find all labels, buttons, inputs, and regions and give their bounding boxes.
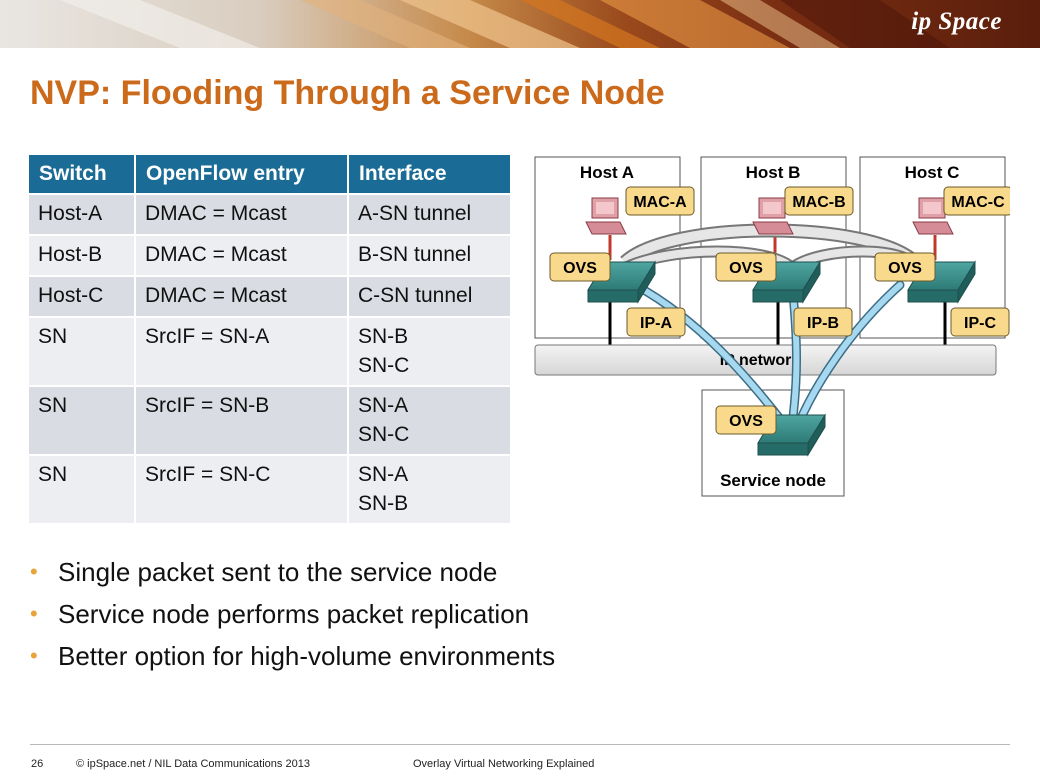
entry-cell: DMAC = Mcast (135, 276, 349, 318)
svg-text:MAC-C: MAC-C (951, 194, 1005, 211)
ip-network: IP network (534, 344, 997, 376)
ovs-label-a: OVS (549, 252, 611, 282)
openflow-table: Switch OpenFlow entry Interface Host-A D… (29, 155, 512, 525)
bullet-list: •Single packet sent to the service node … (30, 552, 555, 678)
svg-text:OVS: OVS (729, 413, 763, 430)
bullet-icon: • (30, 559, 38, 584)
mac-label-a: MAC-A (625, 186, 695, 216)
table-header-row: Switch OpenFlow entry Interface (29, 155, 512, 195)
ipspace-logo: ip Space (911, 8, 1002, 35)
interface-value: C-SN tunnel (358, 284, 473, 307)
bullet-item: •Single packet sent to the service node (30, 552, 555, 594)
svg-text:MAC-A: MAC-A (633, 194, 687, 211)
switch-cell: SN (29, 455, 136, 525)
entry-cell: DMAC = Mcast (135, 235, 349, 277)
interface-value: SN-A (358, 394, 409, 417)
svg-text:IP-C: IP-C (964, 315, 996, 332)
ip-label-b: IP-B (793, 307, 853, 337)
svg-text:OVS: OVS (888, 260, 922, 277)
mac-label-c: MAC-C (943, 186, 1010, 216)
ovs-label-b: OVS (715, 252, 777, 282)
header-banner: ip Space (0, 0, 1040, 48)
interface-cell: B-SN tunnel (348, 235, 512, 277)
footer-course-title: Overlay Virtual Networking Explained (413, 758, 595, 770)
ip-label-c: IP-C (950, 307, 1010, 337)
svg-text:IP-A: IP-A (640, 315, 672, 332)
interface-cell: C-SN tunnel (348, 276, 512, 318)
host-title: Host C (905, 163, 960, 182)
ovs-label-service-node: OVS (715, 405, 777, 435)
slide-title: NVP: Flooding Through a Service Node (30, 74, 665, 112)
interface-value: A-SN tunnel (358, 202, 472, 225)
entry-cell: SrcIF = SN-C (135, 455, 349, 525)
interface-value: B-SN tunnel (358, 243, 472, 266)
network-diagram: Host A Host B Host C IP network Service … (534, 156, 1010, 497)
host-title: Host A (580, 163, 634, 182)
column-header-interface: Interface (348, 155, 512, 195)
footer-copyright: © ipSpace.net / NIL Data Communications … (76, 758, 310, 770)
service-node-label: Service node (720, 471, 826, 490)
column-header-switch: Switch (29, 155, 136, 195)
footer-divider (30, 744, 1010, 745)
mac-label-b: MAC-B (784, 186, 854, 216)
table-row: SN SrcIF = SN-A SN-B SN-C (29, 317, 512, 387)
interface-cell: SN-A SN-C (348, 386, 512, 456)
table-row: SN SrcIF = SN-B SN-A SN-C (29, 386, 512, 456)
workstation-icon (912, 197, 954, 235)
interface-cell: SN-B SN-C (348, 317, 512, 387)
interface-cell: A-SN tunnel (348, 194, 512, 236)
switch-cell: Host-B (29, 235, 136, 277)
table-row: Host-C DMAC = Mcast C-SN tunnel (29, 276, 512, 318)
interface-cell: SN-A SN-B (348, 455, 512, 525)
bullet-item: •Better option for high-volume environme… (30, 636, 555, 678)
bullet-icon: • (30, 601, 38, 626)
entry-cell: SrcIF = SN-A (135, 317, 349, 387)
table-row: Host-B DMAC = Mcast B-SN tunnel (29, 235, 512, 277)
entry-cell: DMAC = Mcast (135, 194, 349, 236)
host-title: Host B (746, 163, 801, 182)
workstation-icon (752, 197, 794, 235)
bullet-icon: • (30, 643, 38, 668)
svg-text:MAC-B: MAC-B (792, 194, 845, 211)
svg-text:OVS: OVS (563, 260, 597, 277)
workstation-icon (585, 197, 627, 235)
interface-value: SN-C (358, 423, 410, 446)
interface-value: SN-C (358, 354, 410, 377)
svg-text:IP-B: IP-B (807, 315, 839, 332)
table-row: SN SrcIF = SN-C SN-A SN-B (29, 455, 512, 525)
ovs-label-c: OVS (874, 252, 936, 282)
bullet-item: •Service node performs packet replicatio… (30, 594, 555, 636)
switch-cell: Host-C (29, 276, 136, 318)
switch-cell: Host-A (29, 194, 136, 236)
table-row: Host-A DMAC = Mcast A-SN tunnel (29, 194, 512, 236)
page-number: 26 (31, 758, 44, 770)
banner-graphic (0, 0, 1040, 48)
interface-value: SN-B (358, 492, 409, 515)
svg-text:OVS: OVS (729, 260, 763, 277)
switch-cell: SN (29, 386, 136, 456)
interface-value: SN-A (358, 463, 409, 486)
column-header-openflow-entry: OpenFlow entry (135, 155, 349, 195)
entry-cell: SrcIF = SN-B (135, 386, 349, 456)
ip-label-a: IP-A (626, 307, 686, 337)
switch-cell: SN (29, 317, 136, 387)
host-uplinks (608, 300, 947, 345)
interface-value: SN-B (358, 325, 409, 348)
